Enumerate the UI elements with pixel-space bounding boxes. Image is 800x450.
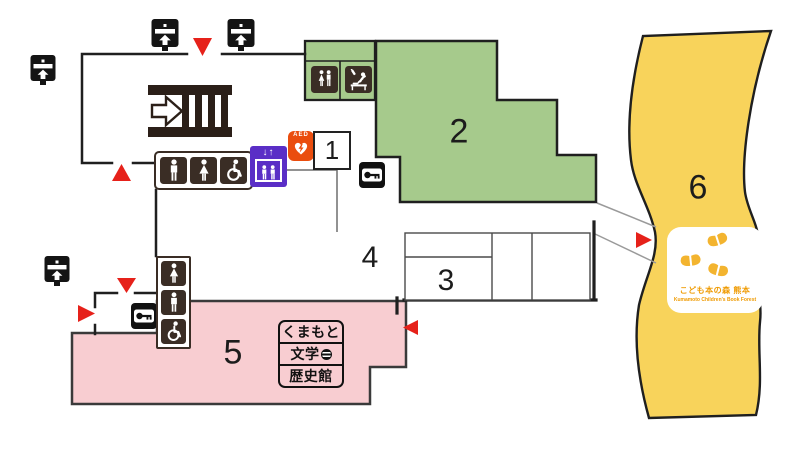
toilet-sign-group bbox=[156, 256, 191, 349]
area-6-book-forest bbox=[628, 29, 773, 420]
room-1-label: 1 bbox=[324, 135, 340, 165]
wall-lines bbox=[80, 52, 307, 336]
area-2 bbox=[374, 39, 598, 204]
mens-toilet-icon bbox=[161, 290, 186, 315]
elevator-car bbox=[255, 159, 282, 182]
ticket-machine-icon bbox=[150, 19, 180, 57]
mens-toilet-icon bbox=[160, 157, 187, 184]
womens-toilet-icon bbox=[190, 157, 217, 184]
coin-locker-icon bbox=[131, 303, 157, 329]
museum-stamp-line2-row: 文学 bbox=[280, 344, 342, 366]
entrance-arrow-icon bbox=[78, 305, 95, 322]
museum-stamp-logo: くまもと 文学 歴史館 bbox=[278, 320, 344, 388]
entrance-arrow-icon bbox=[112, 164, 131, 181]
aed-heart-icon bbox=[294, 142, 308, 155]
book-butterfly-icon bbox=[707, 232, 728, 247]
coin-locker-icon bbox=[359, 162, 385, 188]
book-forest-logo-card: こども本の森 熊本 Kumamoto Children's Book Fores… bbox=[667, 227, 763, 313]
aed-icon: AED bbox=[288, 131, 314, 161]
room-4-label: 4 bbox=[361, 241, 379, 274]
museum-seal-icon bbox=[320, 348, 332, 360]
entrance-arrow-icon bbox=[117, 278, 136, 293]
room-2-label: 2 bbox=[449, 112, 469, 151]
toilet-sign-group bbox=[154, 151, 253, 190]
entrance-arrow-icon bbox=[636, 232, 652, 248]
elevator-arrows-label: ↓↑ bbox=[262, 147, 275, 158]
baby-care-icon bbox=[345, 66, 372, 93]
shared-toilet-icon bbox=[311, 66, 338, 93]
elevator-icon: ↓↑ bbox=[250, 146, 287, 187]
accessible-toilet-icon bbox=[161, 319, 186, 344]
book-forest-name-en: Kumamoto Children's Book Forest bbox=[673, 297, 757, 303]
room-1-box: 1 bbox=[313, 131, 351, 170]
accessible-toilet-icon bbox=[220, 157, 247, 184]
entrance-arrow-icon bbox=[403, 320, 418, 335]
entrance-arrow-icon bbox=[193, 38, 212, 56]
womens-toilet-icon bbox=[161, 261, 186, 286]
book-forest-name-jp: こども本の森 熊本 bbox=[679, 286, 751, 295]
ticket-machine-icon bbox=[43, 256, 71, 292]
museum-stamp-line2: 文学 bbox=[290, 346, 320, 362]
room-3-label: 3 bbox=[437, 264, 455, 297]
room-3-block bbox=[404, 232, 591, 301]
book-butterfly-icon bbox=[680, 254, 701, 267]
room-6-label: 6 bbox=[688, 168, 708, 207]
corridor-link-lines bbox=[592, 202, 657, 264]
stairs-icon bbox=[148, 85, 232, 137]
ticket-machine-icon bbox=[226, 19, 256, 57]
room-5-label: 5 bbox=[223, 333, 243, 372]
ticket-machine-icon bbox=[29, 55, 57, 91]
book-butterfly-icon bbox=[708, 263, 728, 277]
aed-label: AED bbox=[293, 132, 309, 138]
museum-stamp-line1: くまもと bbox=[280, 322, 342, 344]
museum-stamp-line3: 歴史館 bbox=[289, 368, 333, 384]
book-butterfly-icons bbox=[680, 232, 728, 277]
